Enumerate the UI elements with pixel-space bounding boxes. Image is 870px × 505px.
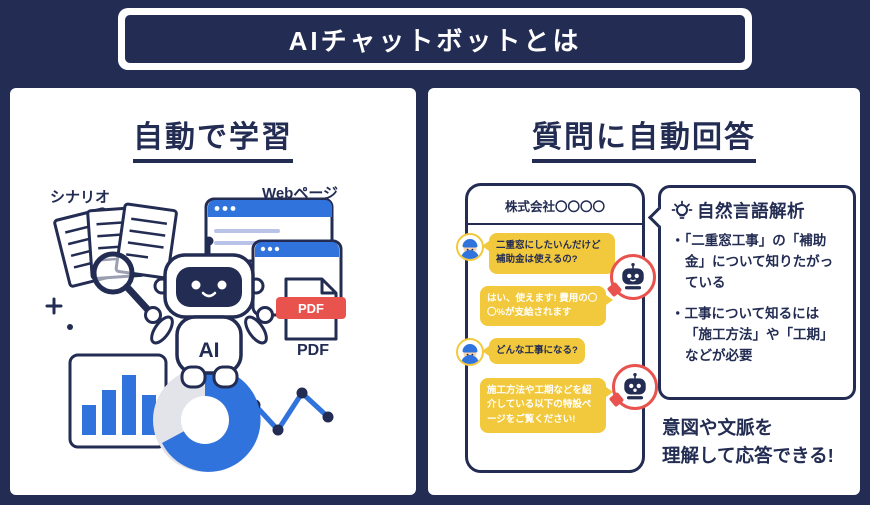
bar-chart-icon: [68, 353, 168, 449]
analysis-header: 自然言語解析: [671, 198, 843, 223]
chat-company-name: 株式会社〇〇〇〇: [468, 186, 642, 225]
user-avatar-icon: [456, 233, 484, 261]
phone-frame: 株式会社〇〇〇〇 二重窓にしたいんだけど補助金は使えるの?: [456, 183, 645, 473]
learning-illustration: PDF PDF: [45, 197, 346, 472]
bubble-tail: [647, 206, 670, 229]
chat-bubble: 施工方法や工期などを紹介している以下の特設ページをご覧ください!: [480, 378, 613, 433]
user-avatar-icon: [456, 338, 484, 366]
analysis-point: ・工事について知るには「施工方法」や「工期」などが必要: [671, 305, 834, 363]
scenario-label: シナリオ: [49, 189, 110, 206]
pdf-ribbon-text: PDF: [298, 301, 324, 316]
chat-bubble: はい、使えます! 費用の〇〇%が支給されます: [480, 285, 613, 326]
robot-ai-icon: AI: [144, 236, 274, 389]
chat-message-user: どんな工事になる?: [456, 338, 636, 366]
ai-badge: AI: [199, 339, 220, 362]
magnifier-icon: [91, 251, 153, 315]
analysis-point: ・「二重窓工事」の「補助金」について知りたがっている: [671, 233, 834, 290]
chat-bubble: どんな工事になる?: [482, 338, 585, 365]
header-banner: AIチャットボットとは: [118, 8, 752, 70]
left-panel-heading: 自動で学習: [10, 112, 416, 163]
page-title: AIチャットボットとは: [288, 25, 582, 56]
chat-bubble: 二重窓にしたいんだけど補助金は使えるの?: [482, 233, 615, 274]
header-banner-inner: AIチャットボットとは: [125, 15, 745, 63]
robot-avatar-icon: [608, 364, 658, 410]
analysis-footer: 意図や文脈を 理解して応答できる!: [662, 417, 834, 466]
analysis-title: 自然言語解析: [697, 201, 805, 221]
chat-message-bot: 施工方法や工期などを紹介している以下の特設ページをご覧ください!: [480, 378, 618, 433]
documents-icon: [53, 202, 178, 288]
line-chart-icon: [249, 387, 334, 436]
pdf-caption: PDF: [297, 342, 329, 359]
left-panel-title: 自動で学習: [133, 112, 293, 163]
lightbulb-icon: [671, 200, 693, 219]
chat-thread: 二重窓にしたいんだけど補助金は使えるの? はい、使えます! 費用の〇〇%が支給さ…: [456, 225, 642, 439]
robot-avatar-icon: [606, 254, 656, 300]
right-panel-heading: 質問に自動回答: [428, 112, 860, 163]
right-panel: 質問に自動回答 株式会社〇〇〇〇 二重窓にしたいんだけど: [428, 88, 860, 495]
right-panel-title: 質問に自動回答: [532, 112, 756, 163]
chat-message-user: 二重窓にしたいんだけど補助金は使えるの?: [456, 233, 636, 274]
sparkle-icon: [45, 297, 73, 330]
pdf-icon: PDF PDF: [276, 277, 346, 359]
left-panel: 自動で学習 シナリオ Webページ: [10, 88, 416, 495]
donut-chart-icon: [153, 367, 261, 472]
chat-message-bot: はい、使えます! 費用の〇〇%が支給されます: [480, 285, 618, 326]
analysis-bubble: 自然言語解析 ・「二重窓工事」の「補助金」について知りたがっている ・工事につい…: [647, 185, 856, 400]
